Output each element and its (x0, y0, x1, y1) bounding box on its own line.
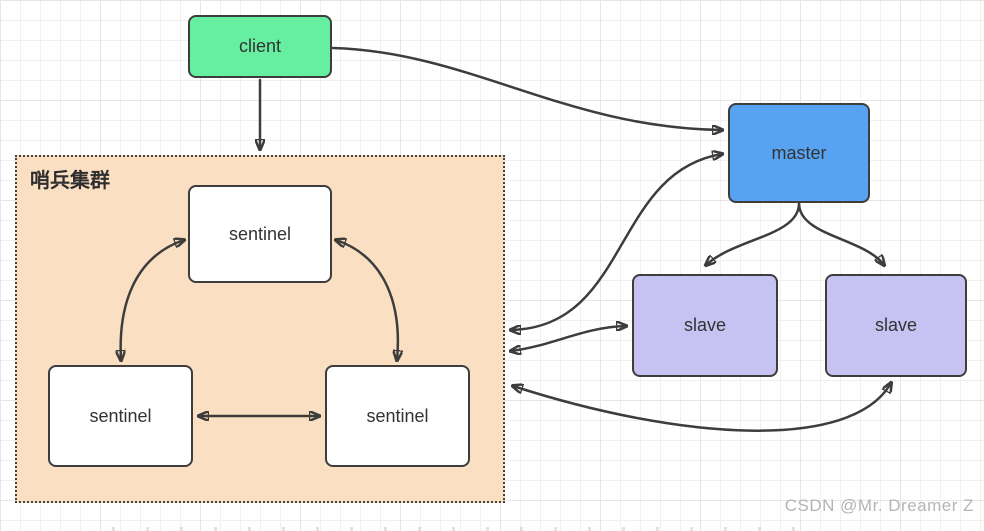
edge-slave-left-cluster-bidirectional (511, 326, 626, 351)
clipped-text-fragment (112, 527, 822, 531)
edge-master-to-slave-right (797, 202, 884, 265)
sentinel-top-node: sentinel (188, 185, 332, 283)
slave-left-node-label: slave (683, 315, 727, 335)
master-node: master (728, 103, 870, 203)
client-node-label: client (238, 36, 282, 56)
edge-client-to-master (331, 46, 722, 130)
slave-right-node: slave (825, 274, 967, 377)
edge-sentinel-top-bottom-right-bidirectional (336, 240, 398, 360)
edge-master-to-slave-left (706, 202, 801, 265)
client-node: client (188, 15, 332, 78)
edge-slave-right-cluster-bidirectional (513, 383, 891, 432)
sentinel-bottom-left-node-label: sentinel (89, 405, 152, 426)
slave-right-node-label: slave (874, 315, 918, 335)
sentinel-cluster-label: 哨兵集群 (30, 170, 110, 192)
edge-sentinel-top-bottom-left-bidirectional (121, 240, 184, 360)
slave-left-node: slave (632, 274, 778, 377)
sentinel-bottom-right-node: sentinel (325, 365, 470, 467)
sentinel-top-node-label: sentinel (228, 223, 292, 244)
sentinel-bottom-right-node-label: sentinel (366, 405, 429, 426)
watermark: CSDN @Mr. Dreamer Z (784, 496, 974, 515)
sentinel-bottom-left-node: sentinel (48, 365, 193, 467)
master-node-label: master (771, 142, 827, 163)
